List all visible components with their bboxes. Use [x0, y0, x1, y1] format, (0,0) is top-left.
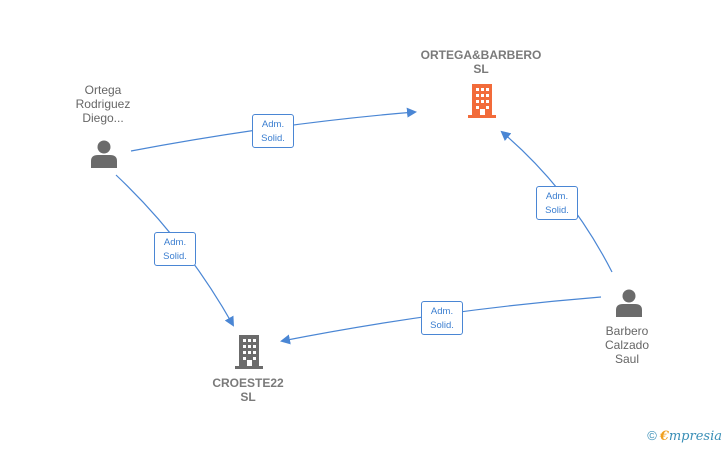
- person-icon[interactable]: [89, 139, 119, 169]
- building-icon[interactable]: [233, 335, 265, 369]
- person-icon[interactable]: [614, 288, 644, 318]
- brand-initial: €: [659, 429, 669, 444]
- copyright-icon: ©: [647, 428, 657, 443]
- edge-label-barbero-to-ortega-barbero[interactable]: Adm. Solid.: [536, 186, 578, 220]
- person-label-barbero[interactable]: Barbero Calzado Saul: [604, 324, 650, 366]
- brand-name: mpresia: [668, 429, 722, 444]
- company-label-ortega-barbero[interactable]: ORTEGA&BARBERO SL: [420, 48, 542, 76]
- edge-label-ortega-to-ortega-barbero[interactable]: Adm. Solid.: [252, 114, 294, 148]
- edge-label-ortega-to-croeste[interactable]: Adm. Solid.: [154, 232, 196, 266]
- building-icon[interactable]: [466, 84, 498, 118]
- edge-label-barbero-to-croeste[interactable]: Adm. Solid.: [421, 301, 463, 335]
- person-label-ortega[interactable]: Ortega Rodriguez Diego...: [75, 83, 131, 125]
- empresia-watermark: ©€mpresia: [647, 428, 722, 444]
- company-label-croeste[interactable]: CROESTE22 SL: [212, 376, 284, 404]
